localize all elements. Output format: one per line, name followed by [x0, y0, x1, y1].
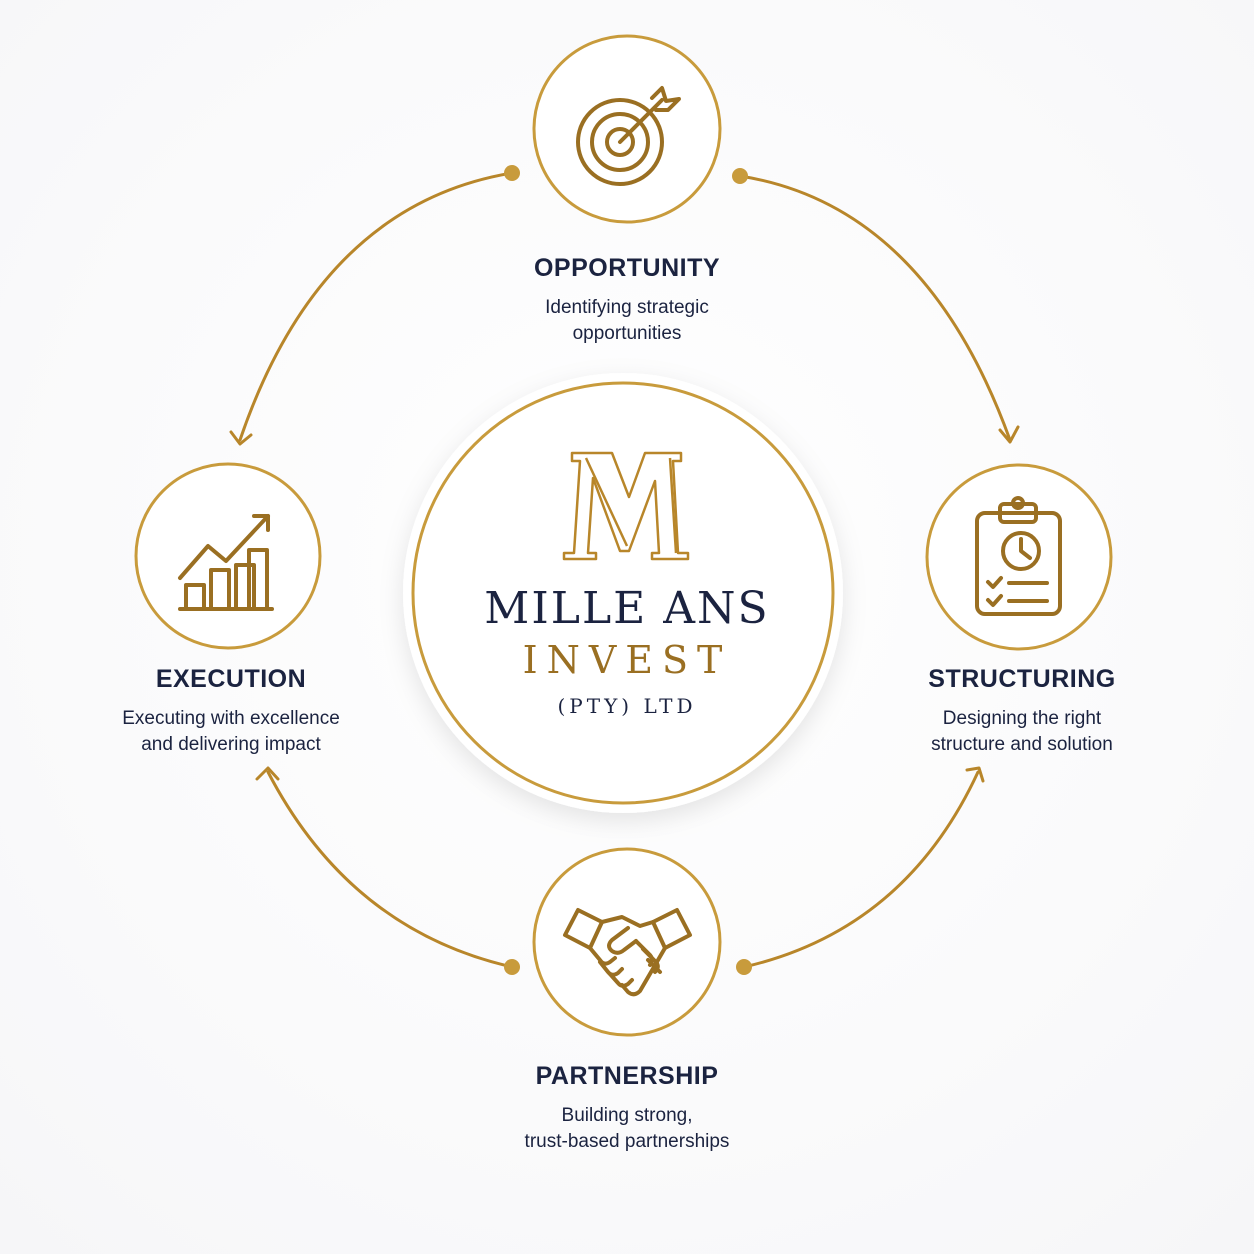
arrowhead-down-right — [998, 425, 1020, 444]
arc-start-dot — [736, 959, 752, 975]
brand-suffix: (PTY) LTD — [557, 694, 697, 718]
arc-start-dot — [504, 165, 520, 181]
arc-start-dot — [504, 959, 520, 975]
clipboard-chart-icon — [975, 496, 1062, 616]
opportunity-description: Identifying strategic opportunities — [427, 295, 827, 347]
monogram-logo — [562, 451, 690, 561]
arrowhead-up-left — [255, 766, 280, 781]
partnership-circle — [532, 847, 722, 1037]
execution-text: EXECUTION Executing with excellence and … — [56, 665, 406, 758]
structuring-title: STRUCTURING — [928, 665, 1116, 693]
center-circle-ring — [411, 381, 835, 805]
structuring-text: STRUCTURING Designing the right structur… — [847, 665, 1197, 758]
structuring-circle — [925, 463, 1113, 651]
arrowhead-up-right — [965, 766, 985, 783]
arrowhead-down-left — [229, 430, 253, 446]
opportunity-text: OPPORTUNITY Identifying strategic opport… — [427, 254, 827, 347]
structuring-desc-line1: Designing the right — [942, 708, 1102, 729]
handshake-icon — [563, 908, 692, 997]
arc-opportunity-to-structuring — [738, 174, 1012, 442]
partnership-desc-line2: trust-based partnerships — [524, 1131, 730, 1152]
center-circle-shadow — [403, 373, 843, 813]
opportunity-desc-line1: Identifying strategic — [545, 297, 709, 318]
brand-subname: INVEST — [522, 638, 732, 682]
execution-description: Executing with excellence and delivering… — [56, 706, 406, 758]
execution-desc-line2: and delivering impact — [141, 734, 321, 755]
arc-execution-to-opportunity — [238, 171, 514, 442]
execution-desc-line1: Executing with excellence — [122, 708, 340, 729]
partnership-description: Building strong, trust-based partnership… — [427, 1103, 827, 1155]
target-icon — [576, 86, 681, 186]
execution-title: EXECUTION — [155, 665, 307, 693]
opportunity-title: OPPORTUNITY — [533, 254, 721, 282]
brand-name: MILLE ANS — [484, 583, 770, 634]
opportunity-desc-line2: opportunities — [572, 323, 682, 344]
arc-partnership-to-execution — [266, 770, 514, 969]
growth-chart-icon — [178, 514, 274, 611]
arc-start-dot — [732, 168, 748, 184]
structuring-desc-line2: structure and solution — [931, 734, 1113, 755]
partnership-desc-line1: Building strong, — [561, 1105, 693, 1126]
structuring-description: Designing the right structure and soluti… — [847, 706, 1197, 758]
partnership-text: PARTNERSHIP Building strong, trust-based… — [427, 1062, 827, 1155]
partnership-title: PARTNERSHIP — [535, 1062, 719, 1090]
arc-structuring-to-partnership — [742, 770, 980, 969]
